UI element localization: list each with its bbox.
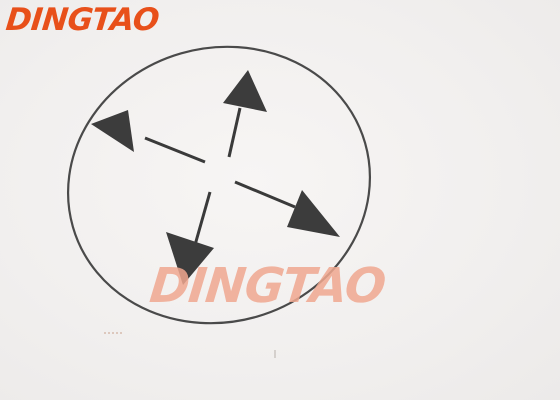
left-arrow-icon — [91, 110, 206, 164]
brand-watermark: DINGTAO — [147, 258, 388, 314]
right-arrow-icon — [234, 180, 340, 237]
down-arrow-icon — [166, 191, 214, 285]
brand-logo: DINGTAO — [4, 2, 161, 38]
symbol-circle — [66, 45, 372, 325]
up-arrow-icon — [223, 70, 267, 158]
